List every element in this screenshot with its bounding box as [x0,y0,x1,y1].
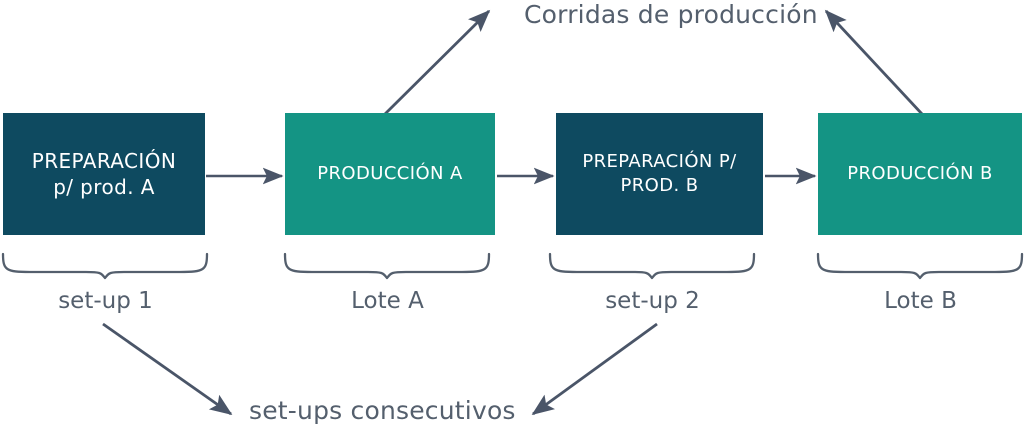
title-corridas-de-produccion: Corridas de producción [524,0,818,29]
brace-lote-b [816,252,1024,280]
brace-lote-a [283,252,491,280]
arrow-prod-a-to-title [384,9,491,115]
brace-setup-1 [1,252,209,280]
node-produccion-b-label: PRODUCCIÓN B [847,163,993,185]
node-preparacion-prod-b[interactable]: PREPARACIÓN P/ PROD. B [556,113,763,235]
node-preparacion-prod-a[interactable]: PREPARACIÓN p/ prod. A [3,113,205,235]
brace-label-lote-a: Lote A [351,288,424,314]
node-produccion-a[interactable]: PRODUCCIÓN A [285,113,495,235]
arrow-setup-1-to-caption [102,322,233,416]
brace-label-setup-2: set-up 2 [605,288,700,314]
node-preparacion-prod-a-label: PREPARACIÓN p/ prod. A [31,148,177,199]
caption-setups-consecutivos: set-ups consecutivos [249,396,516,425]
brace-label-lote-b: Lote B [884,288,957,314]
node-produccion-a-label: PRODUCCIÓN A [317,163,463,185]
arrow-setup-2-to-caption [531,322,658,416]
node-preparacion-prod-b-label: PREPARACIÓN P/ PROD. B [582,151,737,196]
brace-label-setup-1: set-up 1 [58,288,153,314]
node-produccion-b[interactable]: PRODUCCIÓN B [818,113,1022,235]
brace-setup-2 [548,252,756,280]
arrow-prod-b-to-title [824,9,924,115]
